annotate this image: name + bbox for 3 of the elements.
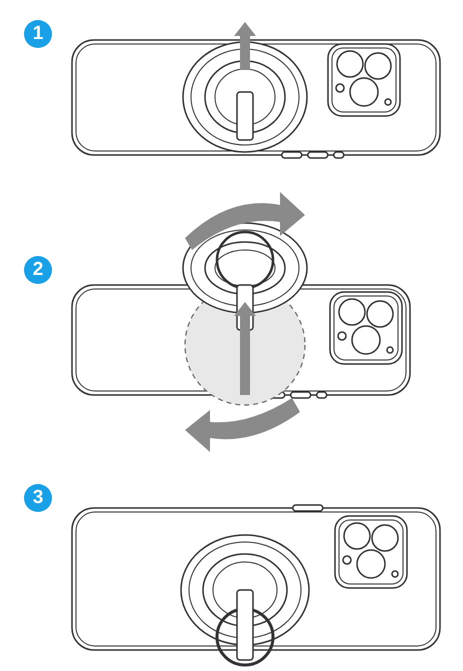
step-number: 3: [24, 484, 52, 512]
step-number: 1: [24, 20, 52, 48]
step-number: 2: [24, 256, 52, 284]
